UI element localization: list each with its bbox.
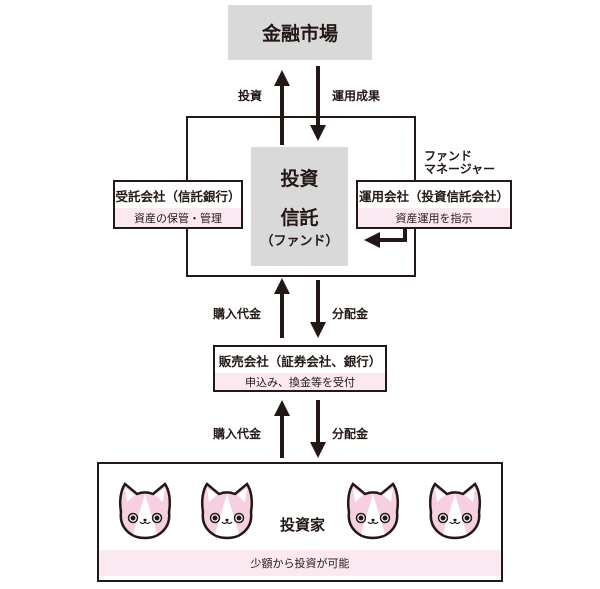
distributor-title: 販売会社（証券会社、銀行） [218,353,382,369]
fund-line2: 信託 [280,207,319,229]
fund-line1: 投資 [280,168,319,190]
returns-label: 運用成果 [332,89,381,103]
trustee-title: 受託会社（信託銀行） [115,188,241,204]
manager-role: 資産運用を指示 [358,208,510,227]
purchase-label-1: 購入代金 [213,307,262,321]
financial-market-label: 金融市場 [261,23,338,45]
arrow-instruct [364,229,407,248]
manager-box: 運用会社（投資信託会社） 資産運用を指示 [356,180,512,229]
invest-label: 投資 [238,89,263,103]
trustee-box: 受託会社（信託銀行） 資産の保管・管理 [113,180,243,229]
note-line1: ファンド [424,149,473,163]
investors-box: 投資家 少額から投資が可能 [97,462,503,582]
purchase-label-2: 購入代金 [213,427,262,441]
investors-label: 投資家 [280,516,326,534]
financial-market-box: 金融市場 [228,5,372,60]
investors-note: 少額から投資が可能 [99,550,501,576]
dividend-label-1: 分配金 [332,307,369,321]
distributor-box: 販売会社（証券会社、銀行） 申込み、換金等を受付 [213,345,387,392]
dividend-label-2: 分配金 [332,427,369,441]
fund-line3: （ファンド） [260,234,339,249]
fund-manager-note: ファンド マネージャー [424,150,495,176]
distributor-role: 申込み、換金等を受付 [215,373,385,390]
manager-title: 運用会社（投資信託会社） [358,188,509,204]
note-line2: マネージャー [424,162,496,176]
fund-box: 投資 信託 （ファンド） [251,147,348,266]
trustee-role: 資産の保管・管理 [115,208,241,227]
